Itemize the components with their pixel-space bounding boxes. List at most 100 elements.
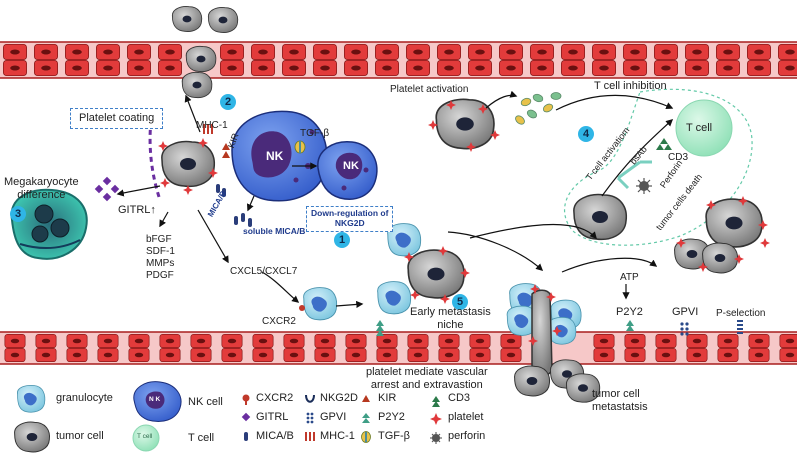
megakaryocyte [10,188,88,260]
badge-2: 2 [220,94,236,110]
tcell-region [563,88,753,246]
metastasis-line1: tumor cell [592,388,640,400]
endothelial-cell [126,60,152,76]
endothelial-cell [157,60,183,76]
nk-label-second: NK [343,160,359,172]
endothelial-cell [376,348,398,362]
endothelial-cell [281,44,307,60]
endothelial-cell [560,44,586,60]
tgf-beta-icon [294,140,306,154]
factor-0: bFGF [146,234,172,245]
factor-2: MMPs [146,258,175,269]
gitrl-diamonds [94,176,120,202]
endothelial-cell [343,44,369,60]
endothelial-cell [500,348,522,362]
endothelial-cell [35,334,57,348]
endothelial-cell [779,334,797,348]
endothelial-cell [33,44,59,60]
endothelial-cell [4,348,26,362]
platelet-coating-label: Platelet coating [70,108,164,129]
endothelial-cell [95,60,121,76]
legend-mhc1-label: MHC-1 [320,430,355,442]
endothelial-cell [653,60,679,76]
granulocyte-migrating [299,287,338,321]
p2y2-icons-niche [376,320,384,336]
legend-platelet-label: platelet [448,411,484,423]
nk-cell-downregulated [317,141,378,200]
activated-tumor-cell [428,98,500,152]
endothelial-cell [33,60,59,76]
endothelial-cell [374,44,400,60]
endothelial-cell [655,334,677,348]
endothelial-cell [715,60,741,76]
legend-nk-icon-text: N K [149,396,161,403]
endothelial-cell [343,60,369,76]
endothelial-cell [467,60,493,76]
endothelial-cell [717,334,739,348]
legend-tgf-label: TGF-β [378,430,410,442]
endothelial-cell [64,60,90,76]
atp-label: ATP [620,272,639,283]
endothelial-cell [312,60,338,76]
endothelial-cell [190,334,212,348]
legend-nk-label: NK cell [188,396,223,408]
vessel-receptors [626,320,743,336]
endothelial-cell [748,334,770,348]
legend-nkg2d-label: NKG2D [320,392,358,404]
endothelial-cell [622,60,648,76]
extravasation-cluster [506,283,601,403]
endothelial-cell [529,44,555,60]
bottom-vessel [0,331,797,365]
endothelial-cell [746,44,772,60]
endothelial-cell [684,44,710,60]
endothelial-cell [312,44,338,60]
endothelial-cell [560,60,586,76]
endothelial-cell [35,348,57,362]
endothelial-cell [159,348,181,362]
endothelial-cell [221,334,243,348]
endothelial-cell [250,60,276,76]
endothelial-cell [283,334,305,348]
downregulation-line2: NKG2D [334,217,365,228]
legend-kir-label: KIR [378,392,397,404]
badge-1: 1 [334,232,350,248]
endothelial-cell [314,334,336,348]
arrest-line2: arrest and extravastion [370,378,483,391]
endothelial-cell [190,348,212,362]
endothelial-cell [407,334,429,348]
endothelial-cell [655,348,677,362]
endothelial-cell [436,44,462,60]
soluble-mica-label: soluble MICA/B [243,226,306,236]
tcell-inhibition-label: T cell inhibition [594,80,667,92]
metastasis-line2: metastatsis [592,400,648,413]
endothelial-cell [405,60,431,76]
legend-mica-label: MICA/B [256,430,294,442]
megakaryocyte-label: Megakaryocyte difference [4,176,79,201]
platelet-coated-tumor-cell [148,111,230,201]
endothelial-cell [252,348,274,362]
metastasis-label: tumor cell metastatsis [592,388,648,413]
gitrl-label: GITRL↑ [118,204,156,216]
legend-cd3-label: CD3 [448,392,471,404]
endothelial-cell [500,334,522,348]
badge-5: 5 [452,294,468,310]
endothelial-cell [157,44,183,60]
arrest-line1: platelet mediate vascular [366,366,488,378]
endothelial-cell [407,348,429,362]
downregulation-box: Down-regulation of NKG2D [306,206,394,232]
endothelial-cell [684,60,710,76]
legend-tumor-label: tumor cell [56,430,104,442]
endothelial-cell [281,60,307,76]
endothelial-cell [221,348,243,362]
arrows [116,90,674,309]
p2y2-label: P2Y2 [616,306,643,318]
tgf-beta-label: TGF-β [300,128,330,139]
platelet-activation-label: Platelet activation [390,84,469,95]
endothelial-cell [128,348,150,362]
endothelial-cell [64,44,90,60]
endothelial-cell [283,348,305,362]
endothelial-cell [469,334,491,348]
right-tumor-cluster [674,196,770,274]
endothelial-cell [97,334,119,348]
